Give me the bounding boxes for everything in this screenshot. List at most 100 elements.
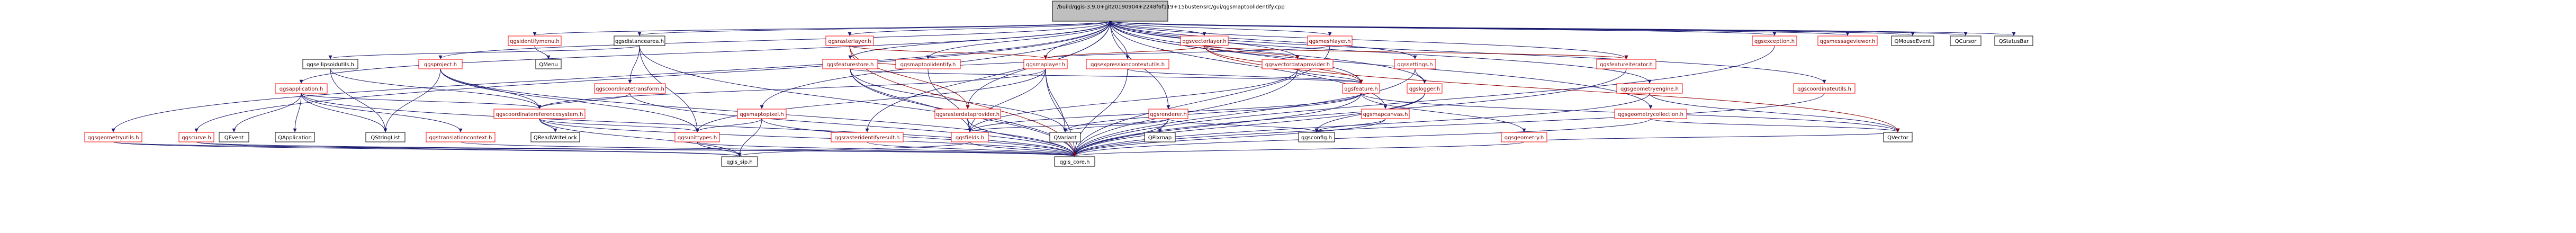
node-qgsunittypes[interactable]: qgsunittypes.h: [674, 132, 720, 142]
node-label: QStatusBar: [1999, 39, 2030, 44]
edge-qgsfeatureiterator-to-qgis_core: [1073, 68, 1627, 157]
edge-root-to-qgsfeatureiterator: [1110, 21, 1628, 59]
node-box: [1752, 35, 1797, 46]
node-qstatusbar[interactable]: QStatusBar: [1994, 35, 2033, 46]
node-qgsvectordataprovider[interactable]: qgsvectordataprovider.h: [1262, 59, 1334, 69]
edge-qgsmaptoolidentify-to-qgsfields: [927, 68, 972, 132]
edge-qgsgeometrycollection-to-qvector: [1650, 118, 1900, 132]
edge-qgsmaptopixel-to-qgis_core: [761, 118, 1077, 157]
edge-qgsapplication-to-qstringlist: [301, 93, 388, 132]
node-box: [530, 132, 580, 142]
node-box: [178, 132, 214, 142]
node-qgsmaplayer[interactable]: qgsmaplayer.h: [1023, 59, 1068, 69]
node-label: qgsmeshlayer.h: [1309, 39, 1350, 44]
edge-qgsapplication-to-qgstranslationcontext: [301, 93, 463, 132]
edge-root-to-qgsidentifymenu: [533, 21, 1111, 36]
node-label: qgsconfig.h: [1301, 135, 1332, 141]
node-qreadwritelock[interactable]: QReadWriteLock: [530, 132, 580, 142]
node-label: qgsidentifymenu.h: [510, 39, 560, 44]
node-qvariant[interactable]: QVariant: [1049, 132, 1081, 142]
node-label: QReadWriteLock: [534, 135, 577, 141]
edge-qgsapplication-to-qevent: [232, 93, 302, 132]
node-box: [426, 132, 496, 142]
node-box: [1407, 83, 1443, 94]
node-qgsexception[interactable]: qgsexception.h: [1752, 35, 1797, 46]
node-qmouseevent[interactable]: QMouseEvent: [1891, 35, 1934, 46]
node-qgsfeatureiterator[interactable]: qgsfeatureiterator.h: [1596, 59, 1656, 69]
node-qgsmaptoolidentify[interactable]: qgsmaptoolidentify.h: [895, 59, 961, 69]
node-qevent[interactable]: QEvent: [219, 132, 249, 142]
edge-root-to-qstatusbar: [1110, 21, 2015, 36]
node-qgsrasteridentifyresult[interactable]: qgsrasteridentifyresult.h: [831, 132, 904, 142]
node-qgsproject[interactable]: qgsproject.h: [418, 59, 463, 69]
node-box: [84, 132, 142, 142]
node-qcursor[interactable]: QCursor: [1950, 35, 1981, 46]
node-qgscoordinateutils[interactable]: qgscoordinateutils.h: [1793, 83, 1856, 94]
node-qgsfields[interactable]: qgsfields.h: [951, 132, 989, 142]
edge-qgsmaptopixel-to-qgis_sip: [737, 118, 762, 157]
node-label: qgslogger.h: [1409, 86, 1440, 92]
node-qgsellipsoidutils[interactable]: qgsellipsoidutils.h: [302, 59, 358, 69]
node-box: [1394, 59, 1436, 69]
edge-root-to-qgsfeature: [1110, 21, 1363, 84]
node-qgssettings[interactable]: qgssettings.h: [1394, 59, 1436, 69]
node-qvector[interactable]: QVector: [1883, 132, 1913, 142]
node-box: [674, 132, 720, 142]
node-qgsidentifymenu[interactable]: qgsidentifymenu.h: [508, 35, 562, 46]
node-qgsgeometrycollection[interactable]: qgsgeometrycollection.h: [1614, 109, 1687, 119]
edge-qgssettings-to-qgis_core: [1073, 68, 1416, 157]
edge-qgsexception-to-qgis_core: [1073, 45, 1775, 157]
node-qgsgeometryengine[interactable]: qgsgeometryengine.h: [1616, 83, 1683, 94]
node-qgsmessageviewer[interactable]: qgsmessageviewer.h: [1817, 35, 1878, 46]
node-qgsfeaturestore[interactable]: qgsfeaturestore.h: [822, 59, 878, 69]
node-qgsconfig[interactable]: qgsconfig.h: [1298, 132, 1335, 142]
node-qgsrasterdataprovider[interactable]: qgsrasterdataprovider.h: [934, 109, 1001, 119]
edge-qgssettings-to-qgslogger: [1415, 68, 1427, 84]
edge-qgsfeaturestore-to-qgsfeature: [850, 68, 1363, 84]
node-qgis_core[interactable]: qgis_core.h: [1054, 156, 1095, 167]
node-qgsmapcanvas[interactable]: qgsmapcanvas.h: [1361, 109, 1410, 119]
node-qgsapplication[interactable]: qgsapplication.h: [275, 83, 328, 94]
node-label: qgis_sip.h: [726, 159, 753, 165]
node-box: [508, 35, 562, 46]
edge-qgsdistancearea-to-qgsunittypes: [639, 45, 699, 132]
node-qgsgeometry[interactable]: qgsgeometry.h: [1501, 132, 1547, 142]
node-label: QMenu: [539, 62, 557, 68]
node-box: [1023, 59, 1068, 69]
node-qgsvectorlayer[interactable]: qgsvectorlayer.h: [1180, 35, 1229, 46]
node-qmenu[interactable]: QMenu: [535, 59, 562, 69]
edge-qgsgeometryengine-to-qvector: [1649, 93, 1900, 132]
node-box: [1086, 59, 1169, 69]
root-node[interactable]: /build/qgis-3.9.0+git20190904+2248f6f119…: [1052, 1, 1285, 22]
node-qgsrasterlayer[interactable]: qgsrasterlayer.h: [825, 35, 874, 46]
node-qgscurve[interactable]: qgscurve.h: [178, 132, 214, 142]
edge-qgscoordinatereferencesystem-to-qgsunittypes: [539, 118, 699, 132]
edge-qgsapplication-to-qapplication: [293, 93, 302, 132]
dependency-nodes: /build/qgis-3.9.0+git20190904+2248f6f119…: [84, 1, 2033, 167]
node-box: [535, 59, 562, 69]
edge-qgsdistancearea-to-qgis_core: [639, 45, 1077, 157]
node-qgsfeature[interactable]: qgsfeature.h: [1342, 83, 1380, 94]
node-qstringlist[interactable]: QStringList: [365, 132, 406, 142]
node-qgscoordinatetransform[interactable]: qgscoordinatetransform.h: [594, 83, 666, 94]
node-qgsexpressioncontextutils[interactable]: qgsexpressioncontextutils.h: [1086, 59, 1169, 69]
node-label: QPixmap: [1148, 135, 1172, 141]
node-box: [721, 156, 758, 167]
node-label: qgsvectorlayer.h: [1182, 39, 1226, 44]
node-qapplication[interactable]: QApplication: [275, 132, 315, 142]
edge-root-to-qgscoordinateutils: [1110, 21, 1826, 84]
node-qgsrenderer[interactable]: qgsrenderer.h: [1148, 109, 1188, 119]
node-qgsmaptopixel[interactable]: qgsmaptopixel.h: [737, 109, 787, 119]
edge-qgsmaplayer-to-qgscoordinatereferencesystem: [537, 68, 1046, 109]
node-box: [614, 35, 665, 46]
node-qpixmap[interactable]: QPixmap: [1144, 132, 1176, 142]
node-qgslogger[interactable]: qgslogger.h: [1407, 83, 1443, 94]
node-qgscoordinatereferencesystem[interactable]: qgscoordinatereferencesystem.h: [493, 109, 586, 119]
node-qgstranslationcontext[interactable]: qgstranslationcontext.h: [426, 132, 496, 142]
node-qgis_sip[interactable]: qgis_sip.h: [721, 156, 758, 167]
node-label: qgsmaptopixel.h: [740, 112, 783, 118]
node-qgsmeshlayer[interactable]: qgsmeshlayer.h: [1307, 35, 1353, 46]
node-qgsdistancearea[interactable]: qgsdistancearea.h: [614, 35, 665, 46]
node-qgsgeometryutils[interactable]: qgsgeometryutils.h: [84, 132, 142, 142]
